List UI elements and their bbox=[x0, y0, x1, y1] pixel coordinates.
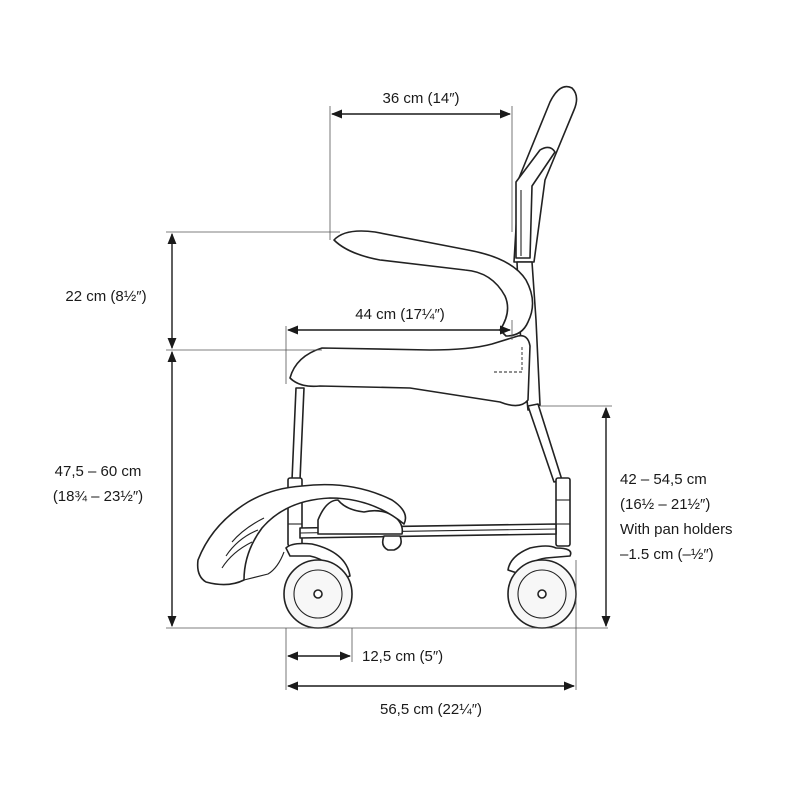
armrest-length-label: 36 cm (14″) bbox=[383, 90, 460, 107]
castor-size-label: 12,5 cm (5″) bbox=[362, 648, 443, 665]
armrest-height-label: 22 cm (8½″) bbox=[65, 288, 146, 305]
frame-height-label-cm: 42 – 54,5 cm bbox=[620, 471, 707, 488]
rear-frame-leg bbox=[527, 403, 563, 483]
backrest-bracket bbox=[515, 146, 556, 259]
dimension-lines bbox=[167, 109, 611, 691]
total-length-label: 56,5 cm (22¼″) bbox=[380, 701, 482, 718]
pan-holders-note: With pan holders bbox=[620, 521, 733, 538]
seat-height-label-cm: 47,5 – 60 cm bbox=[55, 463, 142, 480]
armrest bbox=[333, 230, 534, 337]
extension-lines bbox=[166, 106, 612, 690]
frame-height-label-in: (16½ – 21½″) bbox=[620, 496, 710, 513]
seat-dashed-detail bbox=[494, 346, 523, 373]
seat-depth-label: 44 cm (17¼″) bbox=[355, 306, 445, 323]
pan-holders-adjustment: –1.5 cm (–½″) bbox=[620, 546, 714, 563]
chair-illustration bbox=[196, 85, 578, 629]
pan-holder-knob bbox=[381, 535, 402, 551]
rear-leg-sleeve bbox=[555, 477, 571, 547]
pan-holder bbox=[317, 499, 404, 535]
footrest bbox=[196, 483, 407, 586]
seat-height-label-in: (18¾ – 23½″) bbox=[53, 488, 143, 505]
front-frame-leg bbox=[291, 387, 305, 481]
seat bbox=[289, 334, 531, 407]
dimension-labels: 36 cm (14″) 22 cm (8½″) 44 cm (17¼″) 47,… bbox=[53, 90, 733, 718]
